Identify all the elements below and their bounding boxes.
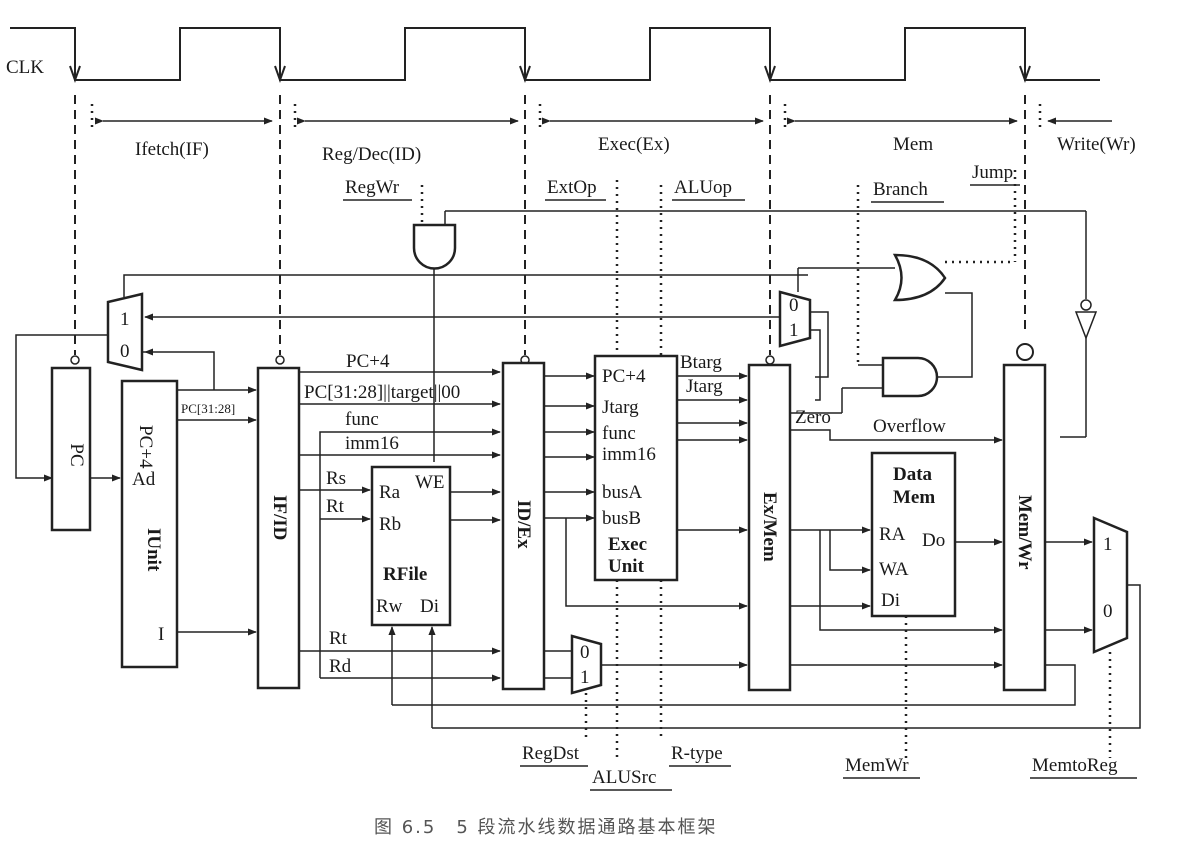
ifid-register: IF/ID <box>256 366 301 690</box>
dmem-ra: RA <box>879 524 906 545</box>
idex-register: ID/Ex <box>501 361 546 691</box>
dmem-name1: Data <box>893 464 933 485</box>
rfile-di: Di <box>420 596 439 617</box>
exmem-label: Ex/Mem <box>759 492 780 562</box>
figure-caption: 图 6.5 5 段流水线数据通路基本框架 <box>374 817 718 838</box>
rt2-signal: Rt <box>329 628 348 649</box>
func-signal: func <box>345 409 379 430</box>
svg-text:1: 1 <box>789 320 799 341</box>
stage-labels: Ifetch(IF) Reg/Dec(ID) Exec(Ex) Mem Writ… <box>90 104 1136 165</box>
exec-busb: busB <box>602 508 641 529</box>
exec-unit: PC+4 Jtarg func imm16 busA busB Exec Uni… <box>593 354 679 760</box>
iunit-ad-label: Ad <box>132 469 156 490</box>
dmem-wa: WA <box>879 559 909 580</box>
pc3128-signal: PC[31:28] <box>181 401 235 416</box>
iunit-name: IUnit <box>143 528 164 572</box>
aluop-label: ALUop <box>674 177 732 198</box>
svg-text:0: 0 <box>789 295 799 316</box>
stage-dividers <box>70 95 1034 365</box>
rfile-we: WE <box>415 472 445 493</box>
stage-id-label: Reg/Dec(ID) <box>322 144 421 165</box>
mux-memtoreg: 1 0 <box>392 516 1141 758</box>
exec-name2: Unit <box>608 556 645 577</box>
regwr-and-gate <box>412 210 1098 462</box>
rd-signal: Rd <box>329 656 352 677</box>
mux-regdst: 0 1 <box>570 634 748 740</box>
svg-text:1: 1 <box>580 667 590 688</box>
ex-stage-wires <box>544 372 748 679</box>
alusrc-label: ALUSrc <box>592 767 656 788</box>
rt-signal: Rt <box>326 496 345 517</box>
svg-text:0: 0 <box>1103 601 1113 622</box>
pc-label: PC <box>66 443 87 466</box>
exec-jtarg: Jtarg <box>602 397 639 418</box>
svg-text:1: 1 <box>1103 534 1113 555</box>
clock-label: CLK <box>6 57 44 78</box>
dmem-name2: Mem <box>893 487 935 508</box>
pc4-signal: PC+4 <box>346 351 390 372</box>
iunit-block: PC+4 Ad IUnit I PC[31:28] <box>120 379 257 669</box>
ifid-label: IF/ID <box>269 495 290 540</box>
exec-busa: busA <box>602 482 642 503</box>
svg-text:1: 1 <box>120 309 130 330</box>
top-control-labels: RegWr ExtOp ALUop Branch Jump <box>343 162 1020 362</box>
mem-stage-wires: Zero Overflow <box>790 407 1003 669</box>
extop-label: ExtOp <box>547 177 597 198</box>
jtarget-signal: PC[31:28]||target||00 <box>304 382 460 403</box>
iunit-i-label: I <box>158 624 164 645</box>
rs-signal: Rs <box>326 468 346 489</box>
memwr-label-ctrl: MemWr <box>845 755 909 776</box>
data-memory: Data Mem RA Do WA Di <box>870 451 1003 758</box>
exec-to-exmem-wires: Btarg Jtarg <box>677 352 748 534</box>
jump-label: Jump <box>972 162 1013 183</box>
svg-text:0: 0 <box>580 642 590 663</box>
imm16-signal: imm16 <box>345 433 399 454</box>
rtype-label: R-type <box>671 743 723 764</box>
exec-func: func <box>602 423 636 444</box>
zero-signal: Zero <box>795 407 831 428</box>
memwr-label: Mem/Wr <box>1014 495 1035 570</box>
clock-waveform: CLK <box>6 27 1100 83</box>
exec-pc4: PC+4 <box>602 366 646 387</box>
exmem-register: Ex/Mem <box>747 363 792 692</box>
branch-label: Branch <box>873 179 928 200</box>
pc-register: PC <box>50 366 121 532</box>
jtarg-signal: Jtarg <box>686 376 723 397</box>
idex-label: ID/Ex <box>513 500 534 549</box>
stage-wr-label: Write(Wr) <box>1057 134 1136 155</box>
svg-text:0: 0 <box>120 341 130 362</box>
regdst-label: RegDst <box>522 743 580 764</box>
bottom-control-labels: RegDst ALUSrc R-type MemWr MemtoReg <box>520 743 1137 791</box>
mux-branch: 0 1 <box>144 290 829 401</box>
memwr-register: Mem/Wr <box>1002 363 1047 692</box>
stage-mem-label: Mem <box>893 134 933 155</box>
register-file: Ra Rb WE RFile Rw Di <box>370 465 501 728</box>
rfile-rb: Rb <box>379 514 401 535</box>
overflow-signal: Overflow <box>873 416 946 437</box>
mux-pc: 1 0 <box>15 274 808 482</box>
id-stage-wires: PC+4 PC[31:28]||target||00 func imm16 Rs… <box>299 351 501 682</box>
branch-jump-logic <box>797 253 973 413</box>
stage-if-label: Ifetch(IF) <box>135 139 209 160</box>
exec-imm16: imm16 <box>602 444 656 465</box>
dmem-do: Do <box>922 530 945 551</box>
btarg-signal: Btarg <box>680 352 722 373</box>
iunit-pc4-label: PC+4 <box>135 425 156 469</box>
memtoreg-label: MemtoReg <box>1032 755 1118 776</box>
rfile-ra: Ra <box>379 482 401 503</box>
exec-name1: Exec <box>608 534 647 555</box>
rfile-name: RFile <box>383 564 427 585</box>
stage-ex-label: Exec(Ex) <box>598 134 670 155</box>
dmem-di: Di <box>881 590 900 611</box>
regwr-label: RegWr <box>345 177 400 198</box>
rfile-rw: Rw <box>376 596 403 617</box>
